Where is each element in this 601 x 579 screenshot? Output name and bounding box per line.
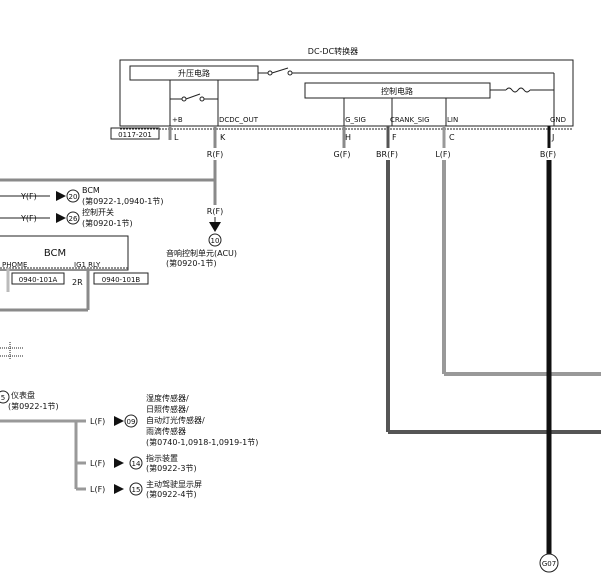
lin-ref-1-line-4: 雨滴传感器 xyxy=(146,426,186,436)
bcm-pin-home: PHOME xyxy=(2,261,27,269)
meter-title: 仪表盘 xyxy=(11,390,35,400)
bcm-connector-a: 0940-101A xyxy=(19,276,58,284)
pin-name-lin: LIN xyxy=(447,116,458,124)
lin-ref-1-line-2: 日照传感器/ xyxy=(146,404,189,414)
pin-name-dcdc-out: DCDC_OUT xyxy=(219,116,259,124)
left-ref-2-wire: Y(F) xyxy=(20,214,37,223)
lin-ref-1-line-5: (第0740-1,0918-1,0919-1节) xyxy=(146,437,258,447)
acu-arrow-icon xyxy=(209,222,221,232)
wire-label-h: G(F) xyxy=(333,150,350,159)
meter-ref-badge xyxy=(0,390,10,404)
lin-ref-2-number: 14 xyxy=(132,460,141,468)
meter-ref-number: 5 xyxy=(1,394,5,402)
wire-label-f: BR(F) xyxy=(376,150,398,159)
pin-num-c: C xyxy=(449,133,455,142)
acu-wire-label: R(F) xyxy=(207,207,223,216)
wire-label-k: R(F) xyxy=(207,150,223,159)
lin-ref-2-badge xyxy=(129,456,143,470)
bcm-title: BCM xyxy=(44,248,66,259)
bcm-connector-b: 0940-101B xyxy=(102,276,141,284)
ground-symbol xyxy=(539,553,559,573)
left-ref-2-note: (第0920-1节) xyxy=(82,218,133,228)
lin-ref-3-line-2: (第0922-4节) xyxy=(146,489,197,499)
lin-ref-2-arrow-icon xyxy=(114,458,124,468)
lin-ref-1-wire: L(F) xyxy=(90,417,105,426)
pin-name-crank-sig: CRANK_SIG xyxy=(390,116,430,124)
pin-num-j: J xyxy=(551,133,554,142)
lin-ref-2-line-2: (第0922-3节) xyxy=(146,463,197,473)
acu-note: (第0920-1节) xyxy=(166,258,217,268)
left-ref-2-title: 控制开关 xyxy=(82,207,114,217)
acu-ref-number: 10 xyxy=(211,237,220,245)
wire-label-j: B(F) xyxy=(540,150,556,159)
pin-num-h: H xyxy=(345,133,351,142)
pin-name-gnd: GND xyxy=(550,116,566,124)
left-ref-1-title: BCM xyxy=(82,186,100,195)
left-ref-1-arrow-icon xyxy=(56,191,66,201)
lin-ref-3-line-1: 主动驾驶显示屏 xyxy=(146,479,202,489)
left-ref-2-number: 26 xyxy=(69,215,78,223)
lin-ref-3-number: 15 xyxy=(132,486,141,494)
pin-name-ig-sig: IG_SIG xyxy=(343,116,366,124)
boost-circuit-label: 升压电路 xyxy=(178,68,210,78)
ground-label: G07 xyxy=(542,560,556,568)
lin-ref-3-wire: L(F) xyxy=(90,485,105,494)
lin-ref-1-line-1: 湿度传感器/ xyxy=(146,393,189,403)
connector-id: 0117-201 xyxy=(118,131,152,139)
left-ref-2-arrow-icon xyxy=(56,213,66,223)
meter-note: (第0922-1节) xyxy=(8,401,59,411)
pin-num-k: K xyxy=(220,133,226,142)
connector-id-box xyxy=(110,127,160,140)
wire-label-c: L(F) xyxy=(435,150,450,159)
left-ref-1-wire: Y(F) xyxy=(20,192,37,201)
lin-ref-3-arrow-icon xyxy=(114,484,124,494)
acu-title: 音响控制单元(ACU) xyxy=(166,248,237,258)
bcm-pin-ig1: IG1 RLY xyxy=(74,261,101,269)
module-title: DC-DC转换器 xyxy=(308,46,358,56)
left-ref-2-badge xyxy=(66,211,80,225)
left-ref-1-number: 20 xyxy=(69,193,78,201)
lin-ref-1-line-3: 自动灯光传感器/ xyxy=(146,415,205,425)
lin-ref-1-arrow-icon xyxy=(114,416,124,426)
acu-ref-badge xyxy=(208,233,222,247)
lin-ref-2-wire: L(F) xyxy=(90,459,105,468)
lin-ref-1-number: 09 xyxy=(127,418,136,426)
lin-ref-3-badge xyxy=(129,482,143,496)
left-ref-1-badge xyxy=(66,189,80,203)
lin-ref-2-line-1: 指示装置 xyxy=(146,453,178,463)
lin-ref-1-badge xyxy=(124,414,138,428)
bcm-box xyxy=(0,235,129,271)
bcm-pin-number: 2R xyxy=(72,278,83,287)
pin-num-l: L xyxy=(174,133,179,142)
control-circuit-label: 控制电路 xyxy=(381,86,413,96)
pin-name-b: +B xyxy=(172,116,183,124)
left-ref-1-note: (第0922-1,0940-1节) xyxy=(82,196,163,206)
pin-num-f: F xyxy=(392,133,397,142)
